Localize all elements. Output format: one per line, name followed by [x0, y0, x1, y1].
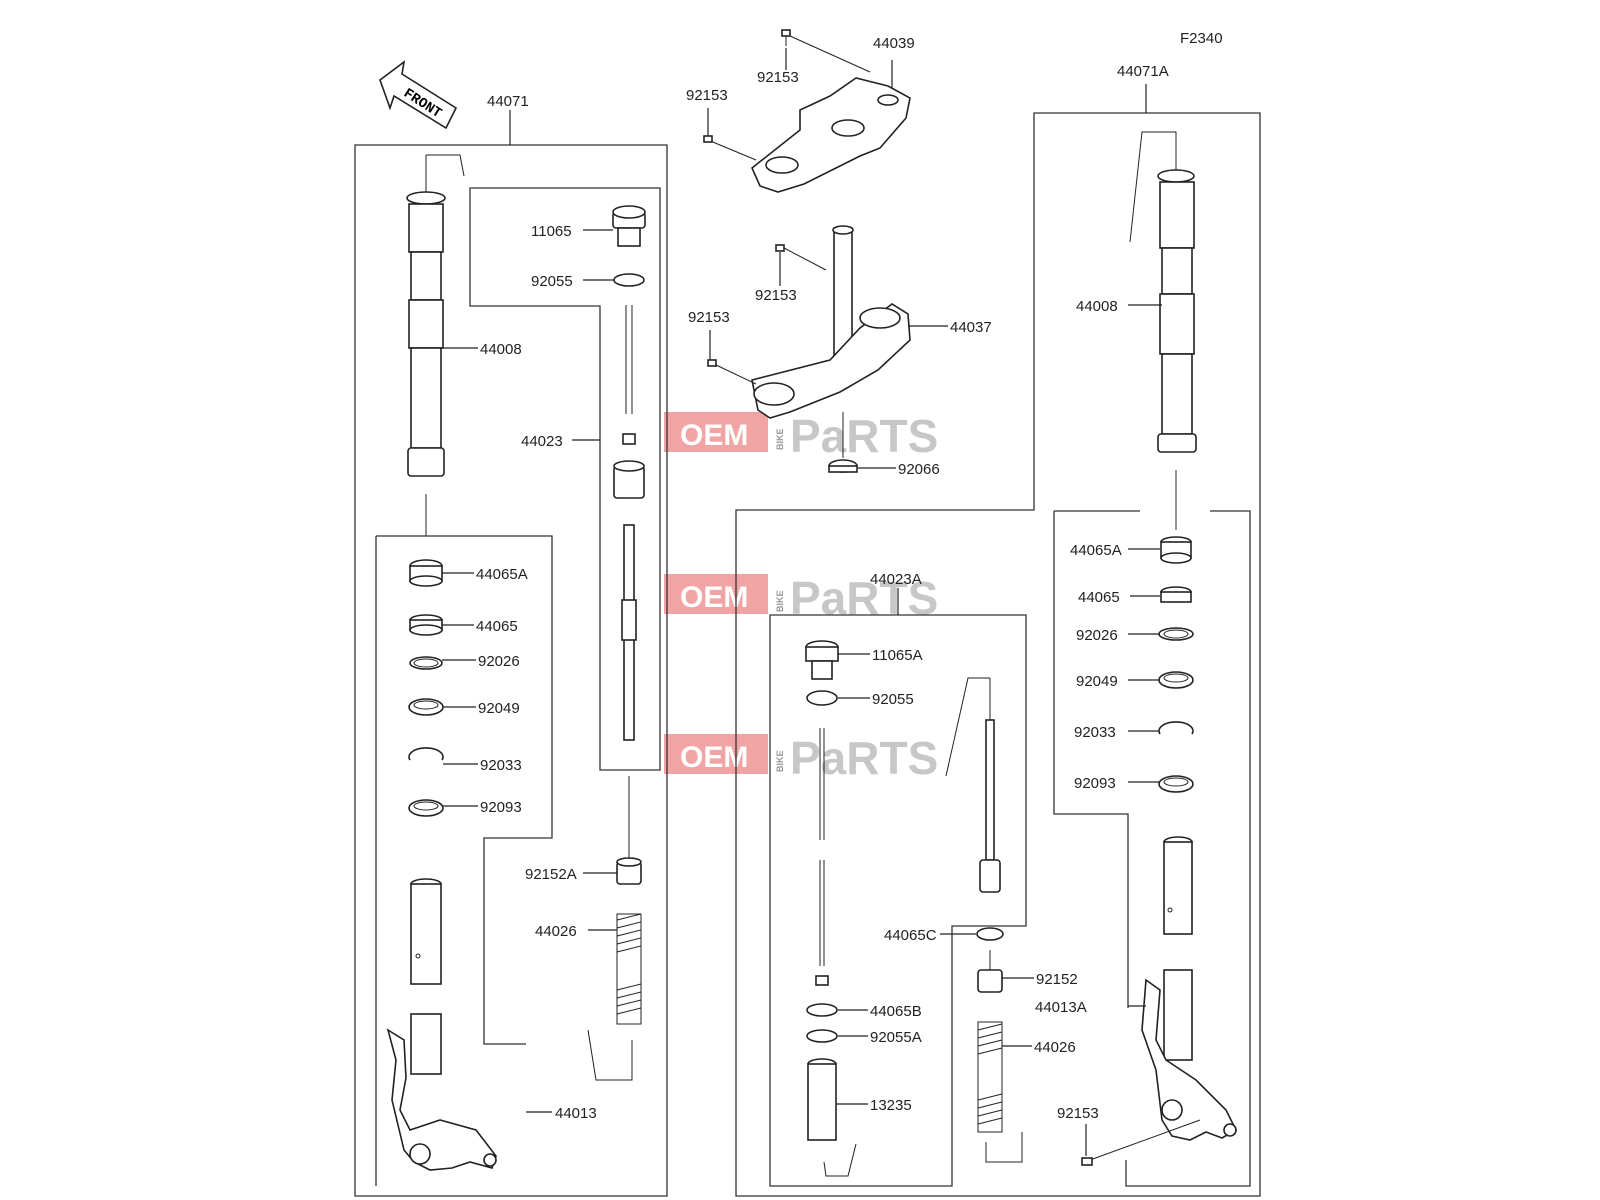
label-92152: 92152 — [1036, 971, 1078, 988]
label-44037: 44037 — [950, 319, 992, 336]
upper-triple-clamp — [703, 29, 911, 193]
watermark-oem: OEM — [680, 741, 748, 774]
figure-code: F2340 — [1180, 30, 1223, 47]
lower-triple-clamp — [707, 225, 911, 473]
label-11065-left: 11065 — [531, 223, 572, 240]
right-seal-stack — [1158, 536, 1194, 793]
label-13235: 13235 — [870, 1097, 912, 1114]
label-44039: 44039 — [873, 35, 915, 52]
watermark-oem: OEM — [680, 419, 748, 452]
label-92153-b: 92153 — [686, 87, 728, 104]
right-inner-tube — [1081, 836, 1238, 1166]
watermark-bike: BIKE — [775, 750, 785, 772]
label-44065A-left: 44065A — [476, 566, 528, 583]
right-outer-tube — [1129, 131, 1197, 530]
left-nut-spring — [587, 857, 642, 1081]
watermark-oem: OEM — [680, 581, 748, 614]
label-44065-right: 44065 — [1078, 589, 1120, 606]
label-44013-left: 44013 — [555, 1105, 597, 1122]
label-44008-left: 44008 — [480, 341, 522, 358]
label-44065-left: 44065 — [476, 618, 518, 635]
label-92055A: 92055A — [870, 1029, 922, 1046]
label-92033-right: 92033 — [1074, 724, 1116, 741]
watermark-parts: PaRTS — [790, 732, 938, 784]
label-44023A: 44023A — [870, 571, 922, 588]
label-92055-left: 92055 — [531, 273, 573, 290]
watermark-1: OEM BIKE PaRTS — [664, 410, 938, 462]
label-92049-left: 92049 — [478, 700, 520, 717]
left-outer-tube — [406, 154, 465, 536]
watermark-bike: BIKE — [775, 428, 785, 450]
label-44013A: 44013A — [1035, 999, 1087, 1016]
label-92153-right: 92153 — [1057, 1105, 1099, 1122]
watermark-parts: PaRTS — [790, 410, 938, 462]
label-44065A-right: 44065A — [1070, 542, 1122, 559]
label-92033-left: 92033 — [480, 757, 522, 774]
label-92153-c: 92153 — [755, 287, 797, 304]
left-assembly-frame — [354, 110, 668, 1197]
left-inner-tube — [386, 878, 497, 1171]
label-92026-right: 92026 — [1076, 627, 1118, 644]
label-92093-left: 92093 — [480, 799, 522, 816]
label-44071A: 44071A — [1117, 63, 1169, 80]
label-44065B: 44065B — [870, 1003, 922, 1020]
front-arrow: FRONT — [379, 60, 458, 130]
label-92049-right: 92049 — [1076, 673, 1118, 690]
label-44026-left: 44026 — [535, 923, 577, 940]
watermark-bike: BIKE — [775, 590, 785, 612]
label-44008-right: 44008 — [1076, 298, 1118, 315]
left-seal-stack — [408, 559, 444, 817]
watermark-3: OEM BIKE PaRTS — [664, 732, 938, 784]
label-44065C: 44065C — [884, 927, 937, 944]
label-92152A-left: 92152A — [525, 866, 577, 883]
label-44071: 44071 — [487, 93, 529, 110]
label-92153-d: 92153 — [688, 309, 730, 326]
label-44023-left: 44023 — [521, 433, 563, 450]
label-44026-mid: 44026 — [1034, 1039, 1076, 1056]
label-92153-a: 92153 — [757, 69, 799, 86]
right-assembly-frame — [735, 84, 1261, 1197]
label-92055-mid: 92055 — [872, 691, 914, 708]
cartridge-44023A — [805, 640, 1023, 1177]
left-cap-damper — [612, 205, 646, 860]
label-92026-left: 92026 — [478, 653, 520, 670]
label-92093-right: 92093 — [1074, 775, 1116, 792]
label-11065A: 11065A — [872, 647, 923, 664]
label-92066: 92066 — [898, 461, 940, 478]
